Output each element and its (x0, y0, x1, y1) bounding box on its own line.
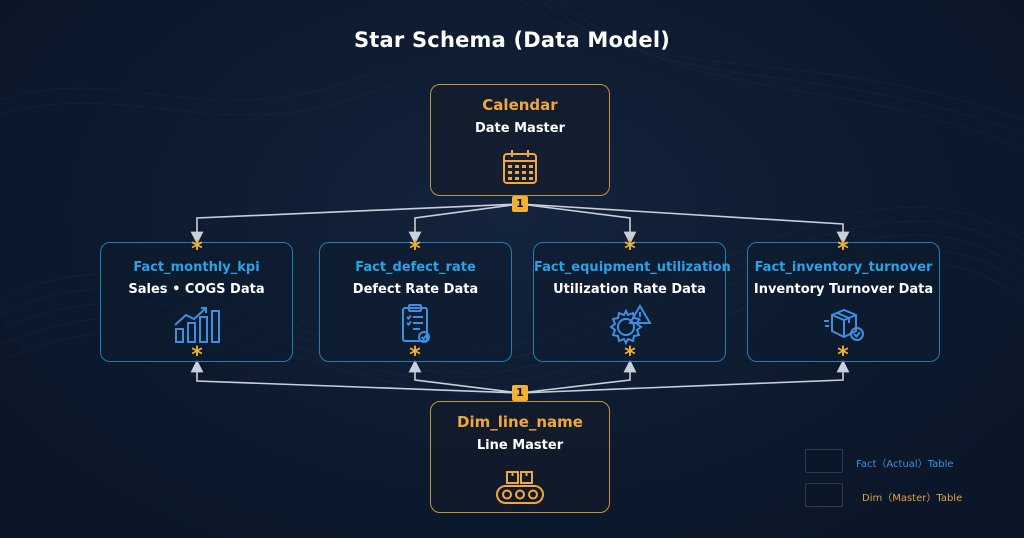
calendar-dimension-box[interactable]: Calendar Date Master (430, 84, 610, 196)
link-calendar-defect (408, 203, 521, 245)
link-calendar-kpi (190, 203, 521, 245)
link-calendar-inventory (519, 203, 850, 245)
fact-box-equipment-utilization[interactable]: Fact_equipment_utilization Utilization R… (533, 242, 731, 362)
many-star-bottom-defect: * (409, 343, 421, 368)
gear-warning-icon (608, 304, 652, 345)
fact-table-subtitle: Utilization Rate Data (553, 282, 706, 297)
fact-table-subtitle: Inventory Turnover Data (753, 282, 934, 297)
legend-dim-swatch (805, 483, 843, 507)
line-table-name: Dim_line_name (457, 413, 583, 431)
diagram-title: Star Schema (Data Model) (353, 28, 671, 52)
bar-chart-growth-icon (173, 307, 220, 343)
legend-fact-swatch (805, 449, 843, 473)
link-line-equipment (519, 359, 637, 394)
fact-table-name: Fact_monthly_kpi (133, 260, 260, 275)
calendar-table-name: Calendar (482, 96, 558, 114)
fact-box-defect-rate[interactable]: Fact_defect_rate Defect Rate Data (319, 242, 512, 362)
many-star-bottom-inventory: * (837, 343, 849, 368)
legend-dim-label: Dim（Master）Table (862, 493, 963, 504)
fact-table-subtitle: Sales • COGS Data (128, 282, 265, 297)
calendar-table-subtitle: Date Master (474, 121, 565, 136)
fact-box-inventory-turnover[interactable]: Fact_inventory_turnover Inventory Turnov… (747, 242, 940, 362)
link-calendar-equipment (519, 203, 637, 245)
many-star-bottom-equipment: * (624, 343, 636, 368)
fact-table-name: Fact_equipment_utilization (534, 260, 731, 275)
link-line-inventory (519, 359, 850, 394)
line-one-badge: 1 (512, 385, 528, 401)
fact-table-name: Fact_inventory_turnover (754, 260, 933, 275)
legend-fact-label: Fact（Actual）Table (856, 459, 954, 470)
link-line-defect (408, 359, 521, 394)
many-star-top-inventory: * (837, 237, 849, 262)
line-dimension-box[interactable]: Dim_line_name Line Master (430, 401, 610, 513)
package-check-icon (823, 308, 864, 341)
conveyor-icon (496, 471, 544, 504)
fact-box-monthly-kpi[interactable]: Fact_monthly_kpi Sales • COGS Data (100, 242, 293, 362)
fact-table-subtitle: Defect Rate Data (352, 282, 479, 297)
many-star-top-kpi: * (191, 237, 203, 262)
many-star-top-defect: * (409, 237, 421, 262)
many-star-top-equipment: * (624, 237, 636, 262)
many-star-bottom-kpi: * (191, 343, 203, 368)
calendar-one-badge: 1 (512, 196, 528, 212)
link-line-kpi (190, 359, 521, 394)
fact-table-name: Fact_defect_rate (355, 260, 476, 275)
calendar-icon (503, 150, 537, 184)
line-table-subtitle: Line Master (476, 438, 564, 453)
clipboard-check-icon (401, 304, 430, 343)
